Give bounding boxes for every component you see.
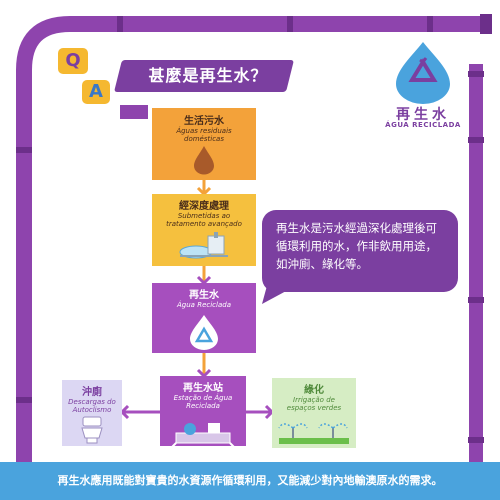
brand-title: 再生水 [396,107,450,123]
step-label: 經深度處理 [179,201,229,212]
use-label: 沖廁 [82,387,102,398]
footer-bar [0,462,500,500]
qa-q-badge: Q [58,48,88,74]
step-sublabel: Água Reciclada [177,301,231,309]
recycle-drop-icon [396,42,450,104]
flow-step-domestic-sewage: 生活污水 Águas residuais domésticas [152,108,256,180]
toilet-icon [81,416,103,444]
use-sublabel: Irrigação de espaços verdes [286,396,342,412]
recycle-drop-icon [190,315,218,350]
use-label: 綠化 [304,385,324,396]
flow-step-advanced-treatment: 經深度處理 Submetidas ao tratamento avançado [152,194,256,266]
page-title: 甚麼是再生水？ [148,66,268,85]
footer-text: 再生水應用既能對寶貴的水資源作循環利用，又能減少對內地輸澳原水的需求。 [57,474,443,487]
step-sublabel: Submetidas ao tratamento avançado [166,212,242,228]
use-sublabel: Descargas do Autoclismo [68,398,116,414]
step-label: 生活污水 [184,116,224,127]
flow-step-recycled-water-station: 再生水站 Estação de Água Reciclada [160,376,246,450]
treatment-plant-icon [179,232,228,259]
water-drop-icon [194,146,214,175]
use-green-irrigation: 綠化 Irrigação de espaços verdes [272,378,356,448]
water-station-icon [169,423,237,450]
use-toilet-flushing: 沖廁 Descargas do Autoclismo [62,380,122,446]
brand-subtitle: ÁGUA RECICLADA [385,121,461,129]
speech-bubble [262,210,458,292]
flow-step-recycled-water: 再生水 Água Reciclada [152,283,256,353]
step-sublabel: Estação de Água Reciclada [173,394,233,410]
step-label: 再生水 [189,290,219,301]
step-sublabel: Águas residuais domésticas [176,127,232,143]
definition-text: 再生水是污水經過深化處理後可循環利用的水，作非飲用用途，如沖廁、綠化等。 [276,221,437,271]
sprinkler-icon [278,423,349,444]
step-label: 再生水站 [183,383,223,394]
qa-a-badge: A [82,80,110,104]
